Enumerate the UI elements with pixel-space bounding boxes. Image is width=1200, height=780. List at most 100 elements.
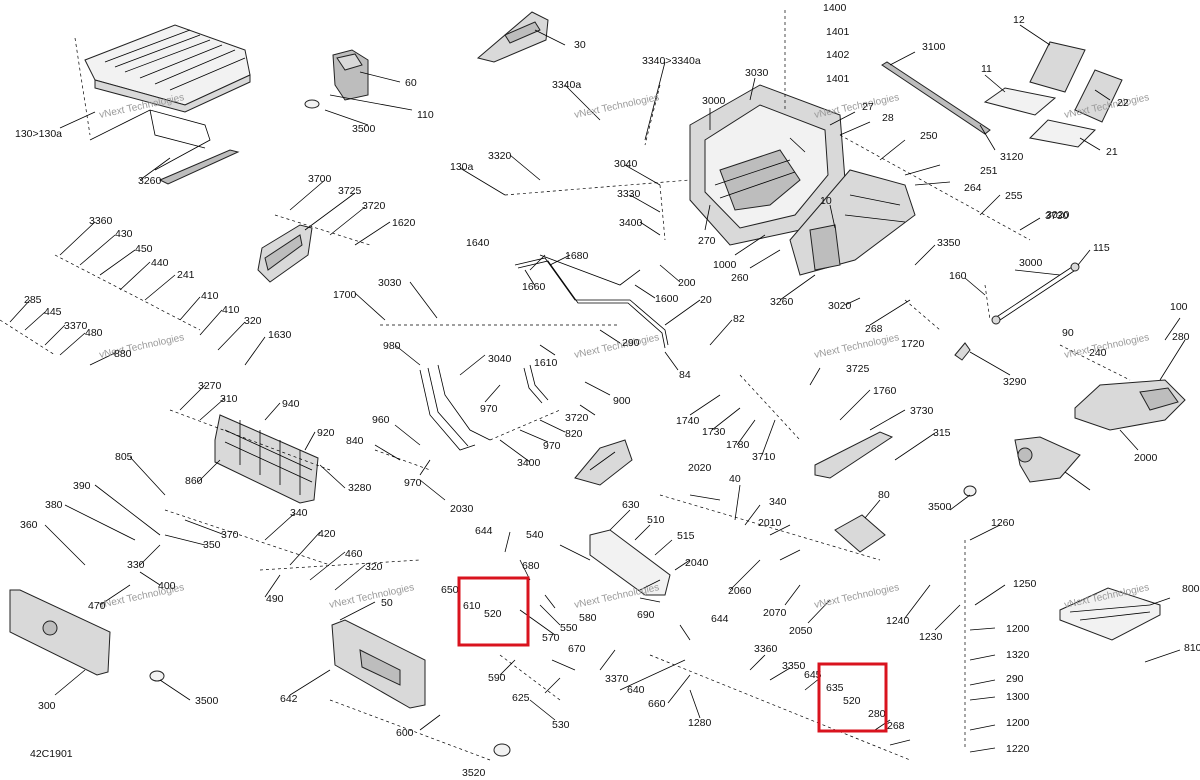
callout-label: 3280 — [348, 482, 372, 494]
callout-label: 1600 — [655, 293, 679, 305]
callout-label: 320 — [244, 315, 262, 327]
callout-label: 3520 — [462, 767, 486, 779]
callout-label: 100 — [1170, 301, 1188, 313]
callout-label: 644 — [711, 613, 729, 625]
callout-label: 1401 — [826, 26, 850, 38]
bars-880-900 — [419, 364, 549, 451]
watermark-text: vNext Technologies — [813, 582, 900, 611]
diagram-code: 42C1901 — [30, 748, 73, 760]
callout-label: 3340a — [552, 79, 581, 91]
callout-label: 2030 — [450, 503, 474, 515]
callout-label: 50 — [381, 597, 393, 609]
callout-label: 1720 — [901, 338, 925, 350]
callout-label: 860 — [185, 475, 203, 487]
callout-label: 3000 — [702, 95, 726, 107]
callout-label: 960 — [372, 414, 390, 426]
callout-label: 515 — [677, 530, 695, 542]
callout-label: 1300 — [1006, 691, 1030, 703]
callout-label: 3020 — [828, 300, 852, 312]
callout-label: 350 — [203, 539, 221, 551]
callout-label: 940 — [282, 398, 300, 410]
callout-label: 280 — [1172, 331, 1190, 343]
rack-part-800 — [1059, 587, 1161, 641]
callout-label: 3370 — [605, 673, 629, 685]
callout-label: 635 — [826, 682, 844, 694]
callout-label: 300 — [38, 700, 56, 712]
callout-label: 650 — [441, 584, 459, 596]
callout-label: 250 — [920, 130, 938, 142]
callout-label: 12 — [1013, 14, 1025, 26]
callout-label: 3350 — [937, 237, 961, 249]
callout-label: 110 — [417, 109, 434, 121]
cap-3500c — [963, 485, 977, 497]
callout-label: 1250 — [1013, 578, 1037, 590]
callout-label: 30 — [574, 39, 586, 51]
callout-label: 3400 — [517, 457, 541, 469]
callout-label: 240 — [1089, 347, 1107, 359]
callout-label: 1700 — [333, 289, 357, 301]
callout-label: 3720 — [565, 412, 589, 424]
watermark-text: vNext Technologies — [573, 332, 660, 361]
callout-label: 320 — [365, 561, 383, 573]
callout-label: 360 — [20, 519, 38, 531]
cap-3500b — [493, 743, 511, 757]
callout-label: 340 — [290, 507, 308, 519]
callout-label: 420 — [318, 528, 336, 540]
callout-label: 2040 — [685, 557, 709, 569]
callout-label: 970 — [404, 477, 422, 489]
callout-label: 1780 — [726, 439, 750, 451]
callout-label: 2020 — [688, 462, 712, 474]
callout-label: 3320 — [488, 150, 512, 162]
callout-label: 520 — [843, 695, 861, 707]
callout-label: 40 — [729, 473, 741, 485]
callout-label: 255 — [1005, 190, 1023, 202]
callout-label: 80 — [878, 489, 890, 501]
watermark-text: vNext Technologies — [573, 92, 660, 121]
callout-label: 22 — [1117, 97, 1129, 109]
callout-label: 3370 — [64, 320, 88, 332]
highlight-box-635-520 — [817, 662, 888, 733]
callout-label: 510 — [647, 514, 665, 526]
panel-part-50 — [331, 619, 426, 709]
callout-label: 28 — [882, 112, 894, 124]
callout-label: 2070 — [763, 607, 787, 619]
callout-label: 1400 — [823, 2, 847, 14]
callout-label: 520 — [484, 608, 502, 620]
callout-label: 680 — [522, 560, 540, 572]
callout-label: 1402 — [826, 49, 850, 61]
callout-label: 90 — [1062, 327, 1074, 339]
callout-label: 285 — [24, 294, 42, 306]
callout-label: 3340>3340a — [642, 55, 701, 67]
assembly-dash-lines — [0, 84, 1131, 761]
callout-label: 3290 — [1003, 376, 1027, 388]
callout-label: 1280 — [688, 717, 712, 729]
callout-label: 1320 — [1006, 649, 1030, 661]
callout-label: 690 — [637, 609, 655, 621]
callout-label: 315 — [933, 427, 951, 439]
callout-label: 880 — [114, 348, 132, 360]
callout-label: 3725 — [846, 363, 870, 375]
rail-part-3720 — [814, 431, 894, 479]
callout-label: 2050 — [789, 625, 813, 637]
callout-label: 1200 — [1006, 623, 1030, 635]
leader-lines — [9, 24, 1186, 753]
callout-label: 410 — [201, 290, 219, 302]
callout-label: 1660 — [522, 281, 546, 293]
callout-label: 1240 — [886, 615, 910, 627]
callout-label: 264 — [964, 182, 982, 194]
callout-label: 800 — [1182, 583, 1200, 595]
callout-label: 60 — [405, 77, 417, 89]
callout-label: 450 — [135, 243, 153, 255]
callout-label: 3500 — [928, 501, 952, 513]
callout-label: 1680 — [565, 250, 589, 262]
cap-3500 — [149, 670, 165, 682]
watermark-text: vNext Technologies — [1063, 332, 1150, 361]
callout-label: 1730 — [702, 426, 726, 438]
callout-label: 290 — [1006, 673, 1024, 685]
callout-label: 642 — [280, 693, 298, 705]
callout-label: 3000 — [1019, 257, 1043, 269]
callout-label: 480 — [85, 327, 103, 339]
mat-panels — [983, 41, 1123, 148]
callout-label: 410 — [222, 304, 240, 316]
